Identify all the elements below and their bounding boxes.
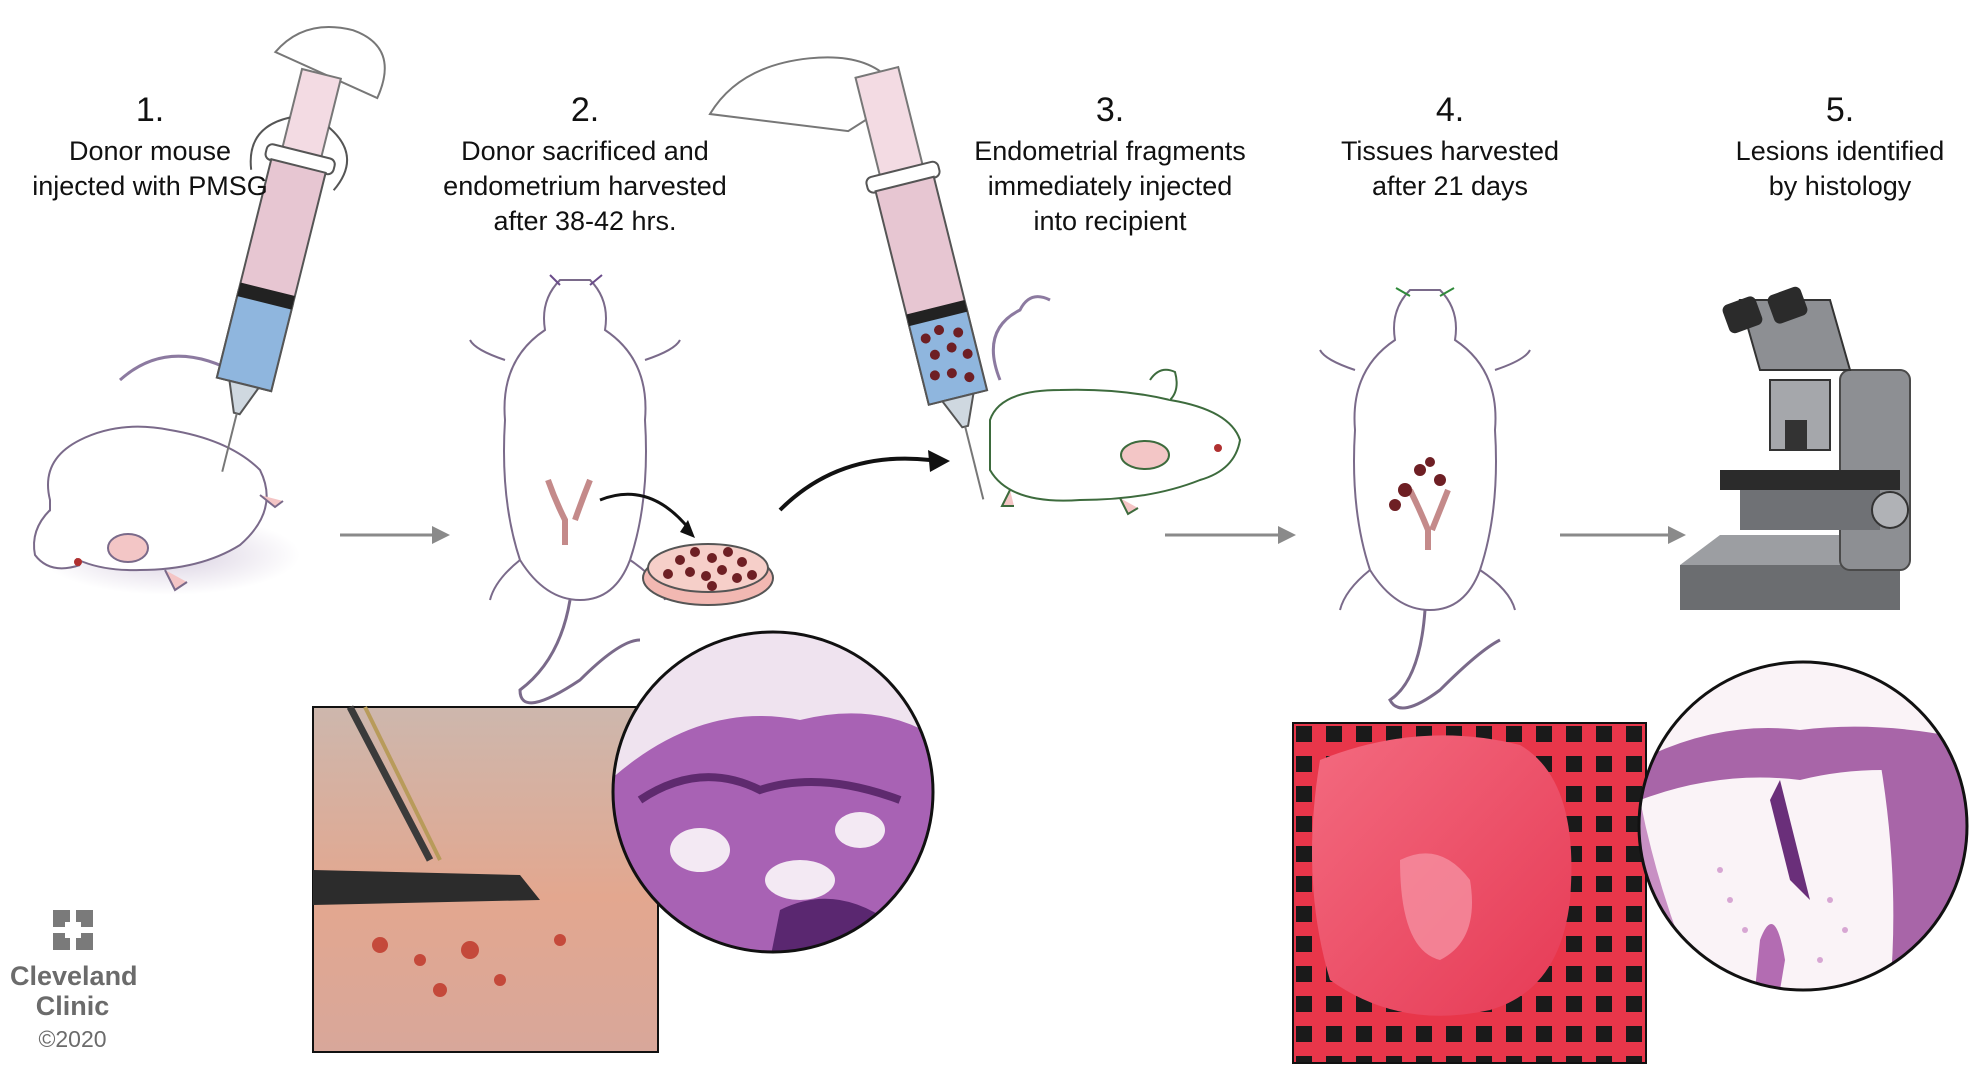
step2-mouse-illustration — [470, 275, 695, 703]
step-2-caption-text: 2. Donor sacrificed and endometrium harv… — [415, 88, 755, 239]
step-1-line-1: Donor mouse — [0, 134, 300, 169]
step1-mouse-illustration — [34, 356, 300, 595]
step-4-line-1: Tissues harvested — [1300, 134, 1600, 169]
photo-harvested-tissue — [1293, 723, 1646, 1063]
microscope-illustration — [1680, 285, 1910, 610]
step-3-caption: 3. Endometrial fragments immediately inj… — [940, 88, 1280, 239]
logo-text-clinic: Clinic — [10, 991, 135, 1021]
arrow-step3-to-step4 — [1165, 526, 1296, 544]
logo-copyright: ©2020 — [10, 1021, 135, 1057]
step-4-caption: 4. Tissues harvested after 21 days — [1300, 88, 1600, 204]
step-3-number: 3. — [940, 88, 1280, 132]
arrow-step1-to-step2 — [340, 526, 450, 544]
cleveland-clinic-mark-icon — [53, 910, 93, 950]
step-3-line-3: into recipient — [940, 204, 1280, 239]
step-2-line-3: after 38-42 hrs. — [415, 204, 755, 239]
step-4-number: 4. — [1300, 88, 1600, 132]
step-5-caption: 5. Lesions identified by histology — [1690, 88, 1974, 204]
step-2-line-2: endometrium harvested — [415, 169, 755, 204]
step-5-number: 5. — [1690, 88, 1974, 132]
step3-mouse-illustration — [990, 297, 1240, 514]
histology-circle-donor — [610, 632, 940, 960]
step-1-line-2: injected with PMSG — [0, 169, 300, 204]
step-1-caption: 1. Donor mouse injected with PMSG — [0, 88, 300, 204]
step4-mouse-illustration — [1320, 288, 1530, 708]
cleveland-clinic-logo: Cleveland Clinic ©2020 — [10, 910, 135, 1057]
histology-circle-lesion — [1639, 662, 1970, 990]
step-3-line-1: Endometrial fragments — [940, 134, 1280, 169]
step-2-number: 2. — [415, 88, 755, 132]
step-5-line-2: by histology — [1690, 169, 1974, 204]
step-4-line-2: after 21 days — [1300, 169, 1600, 204]
step-2-line-1: Donor sacrificed and — [415, 134, 755, 169]
arrow-step4-to-step5 — [1560, 526, 1686, 544]
step-5-line-1: Lesions identified — [1690, 134, 1974, 169]
logo-text-cleveland: Cleveland — [10, 961, 135, 991]
petri-dish — [643, 544, 773, 605]
arrow-step2-to-step3 — [780, 450, 950, 510]
step1-syringe — [174, 13, 394, 486]
step-3-line-2: immediately injected — [940, 169, 1280, 204]
step-1-number: 1. — [0, 88, 300, 132]
photo-endometrium-harvest — [313, 707, 658, 1052]
